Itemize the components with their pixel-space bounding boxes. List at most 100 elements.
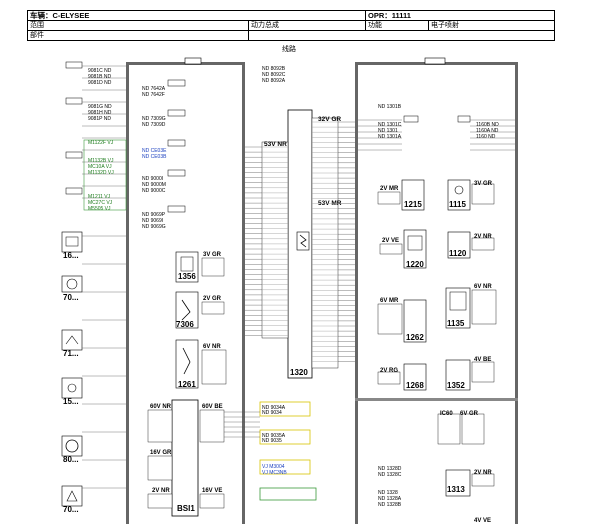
header-table: 车辆：C-ELYSEE OPR：11111 范围 动力总成 功能 电子喷射 部件 (27, 10, 555, 41)
left-components: 16... 70... 71... 15... 80... 70... (61, 61, 83, 514)
svg-text:BSI1: BSI1 (177, 504, 195, 513)
svg-text:MC10A VJ: MC10A VJ (88, 164, 112, 170)
svg-text:9081D ND: 9081D ND (88, 80, 112, 86)
part-value-cell (248, 30, 555, 41)
svg-text:ND 9069P: ND 9069P (142, 212, 166, 218)
svg-text:ND 1328: ND 1328 (378, 490, 398, 496)
svg-text:7306: 7306 (176, 320, 194, 329)
svg-text:1120: 1120 (449, 249, 467, 258)
svg-text:ND 9000C: ND 9000C (142, 188, 166, 194)
svg-text:6V MR: 6V MR (380, 298, 399, 304)
rail-right (355, 57, 518, 524)
svg-text:16...: 16... (63, 251, 79, 260)
pin-block-32v-gr (311, 117, 339, 369)
svg-text:9081P ND: 9081P ND (88, 116, 111, 122)
svg-text:2V NR: 2V NR (474, 234, 492, 240)
svg-text:1115: 1115 (449, 200, 466, 209)
highlight-wires (83, 139, 317, 501)
svg-text:ND 9069G: ND 9069G (142, 224, 166, 230)
label-1320: 1320 (290, 368, 308, 377)
svg-text:1220: 1220 (406, 260, 424, 269)
svg-text:ND 1328B: ND 1328B (378, 502, 402, 508)
svg-text:ND 1328C: ND 1328C (378, 472, 402, 478)
svg-text:ND 7642A: ND 7642A (142, 86, 166, 92)
svg-text:2V RG: 2V RG (380, 368, 398, 374)
svg-text:70...: 70... (63, 505, 79, 514)
svg-text:2V GR: 2V GR (203, 296, 222, 302)
svg-text:2V NR: 2V NR (474, 470, 492, 476)
svg-text:1135: 1135 (447, 319, 465, 328)
svg-text:1160 ND: 1160 ND (476, 134, 496, 140)
svg-text:1268: 1268 (406, 381, 424, 390)
right-components: 2V MR 1215 3V GR 1115 2V VE 1220 2V NR 1… (377, 115, 497, 524)
svg-text:ND 8092B: ND 8092B (262, 66, 286, 72)
component-1261: 1261 6V NR (175, 339, 227, 389)
svg-text:ND 1301: ND 1301 (378, 128, 398, 134)
svg-text:M1122F VJ: M1122F VJ (88, 140, 114, 146)
svg-text:9081G ND: 9081G ND (88, 104, 112, 110)
svg-text:ND 1301B: ND 1301B (378, 104, 402, 110)
svg-text:ND 1301A: ND 1301A (378, 134, 402, 140)
svg-text:1160A ND: 1160A ND (476, 128, 499, 134)
svg-text:ND 9000M: ND 9000M (142, 182, 166, 188)
svg-text:9081B ND: 9081B ND (88, 74, 111, 80)
pin-block-53v-nr (261, 141, 289, 339)
svg-text:1352: 1352 (447, 381, 465, 390)
svg-text:ND 8092A: ND 8092A (262, 78, 286, 84)
svg-text:1356: 1356 (178, 272, 196, 281)
conn-32vgr: 32V GR (318, 116, 341, 123)
svg-text:VJ MC3NB: VJ MC3NB (262, 470, 287, 476)
svg-text:M5505 VJ: M5505 VJ (88, 206, 111, 212)
svg-text:ND 7642F: ND 7642F (142, 92, 165, 98)
wire-labels: ND 8092B ND 8092C ND 8092A ND 7642A ND 7… (88, 66, 499, 508)
svg-text:15...: 15... (63, 397, 79, 406)
diagram-title: 线路 (282, 46, 296, 53)
component-1356: 1356 3V GR (175, 251, 225, 283)
svg-text:80...: 80... (63, 455, 79, 464)
svg-text:1262: 1262 (406, 333, 424, 342)
svg-text:1313: 1313 (447, 485, 465, 494)
svg-text:ND 1328D: ND 1328D (378, 466, 402, 472)
svg-text:VJ M3004: VJ M3004 (262, 464, 285, 470)
svg-text:9081C ND: 9081C ND (88, 68, 112, 74)
svg-text:ND 9069I: ND 9069I (142, 218, 163, 224)
conn-53vnr: 53V NR (264, 141, 287, 148)
svg-text:M1132D VJ: M1132D VJ (88, 170, 114, 176)
svg-text:ND 9034: ND 9034 (262, 410, 282, 416)
svg-text:16V VE: 16V VE (202, 488, 222, 494)
component-bsi1: BSI1 60V NR 60V BE 16V GR 2V NR 16V VE (147, 399, 225, 517)
svg-text:ND 9000I: ND 9000I (142, 176, 163, 182)
svg-text:1261: 1261 (178, 380, 196, 389)
svg-text:ND 7309D: ND 7309D (142, 122, 166, 128)
svg-text:ND 8092C: ND 8092C (262, 72, 286, 78)
svg-text:MC27C VJ: MC27C VJ (88, 200, 113, 206)
svg-text:ND 7309G: ND 7309G (142, 116, 166, 122)
svg-text:ND 1328A: ND 1328A (378, 496, 402, 502)
svg-text:6V GR: 6V GR (460, 411, 479, 417)
svg-text:1160B ND: 1160B ND (476, 122, 499, 128)
svg-text:60V BE: 60V BE (202, 404, 223, 410)
svg-text:70...: 70... (63, 293, 79, 302)
svg-text:9081H ND: 9081H ND (88, 110, 112, 116)
svg-text:16V GR: 16V GR (150, 450, 172, 456)
svg-text:4V BE: 4V BE (474, 357, 491, 363)
svg-text:6V NR: 6V NR (474, 284, 492, 290)
connector-1320: 1320 (287, 109, 313, 379)
svg-text:3V GR: 3V GR (474, 181, 493, 187)
svg-text:3V GR: 3V GR (203, 252, 222, 258)
svg-text:60V NR: 60V NR (150, 404, 172, 410)
svg-text:ND 9034A: ND 9034A (262, 405, 286, 411)
svg-text:M1211 VJ: M1211 VJ (88, 194, 111, 200)
svg-text:ND CE03B: ND CE03B (142, 154, 167, 160)
rail-left-boxes (167, 79, 186, 213)
svg-text:IC60: IC60 (440, 411, 453, 417)
svg-text:ND CE03E: ND CE03E (142, 148, 167, 154)
component-7306: 7306 2V GR (175, 291, 225, 329)
svg-text:2V VE: 2V VE (382, 238, 399, 244)
wires (82, 65, 515, 489)
rail-left (126, 57, 245, 524)
svg-text:ND 1301C: ND 1301C (378, 122, 402, 128)
svg-text:M1132B VJ: M1132B VJ (88, 158, 114, 164)
svg-text:ND 9035A: ND 9035A (262, 433, 286, 439)
